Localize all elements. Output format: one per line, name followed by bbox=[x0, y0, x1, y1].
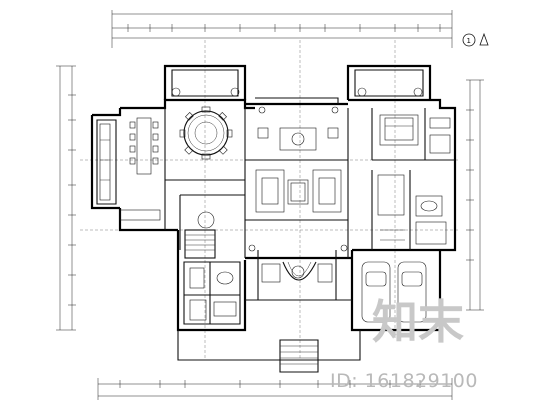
top-dimension-lines bbox=[111, 10, 453, 48]
interior-walls bbox=[164, 108, 455, 324]
watermark-brand: 知末 bbox=[372, 295, 464, 349]
right-dimension-lines bbox=[466, 79, 484, 311]
lower-left-bath bbox=[189, 267, 237, 321]
garage-cars bbox=[361, 261, 427, 323]
decorative-plants bbox=[171, 87, 423, 252]
entry-bay bbox=[261, 261, 333, 283]
right-wing-rooms bbox=[377, 174, 447, 245]
round-dining-table bbox=[179, 106, 233, 160]
living-room-furniture bbox=[255, 127, 342, 213]
long-dining-table bbox=[129, 117, 159, 175]
master-bedroom bbox=[379, 114, 451, 154]
left-dimension-lines bbox=[56, 65, 76, 331]
staircase bbox=[184, 211, 216, 259]
exterior-walls bbox=[90, 64, 457, 373]
bottom-dimension-lines bbox=[97, 378, 453, 400]
north-marker: 1 bbox=[462, 32, 489, 47]
watermark: 知末 ID: 161829100 bbox=[330, 295, 478, 392]
watermark-id: ID: 161829100 bbox=[330, 370, 478, 392]
north-marker-label: 1 bbox=[467, 37, 471, 45]
kitchen-counters bbox=[99, 123, 161, 221]
